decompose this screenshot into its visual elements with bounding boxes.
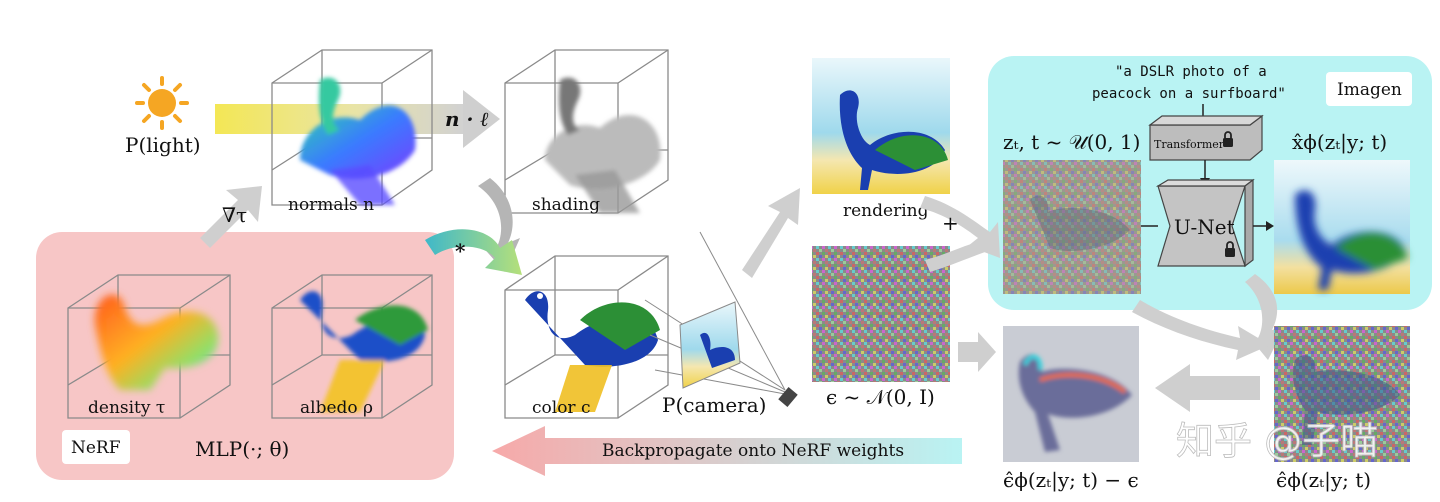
image-plane (679, 301, 741, 389)
transformer-box: Transformer (1148, 114, 1264, 161)
nerf-badge (62, 430, 130, 464)
noisy-latent-image (1003, 160, 1141, 294)
light-label: P(light) (125, 133, 201, 157)
residual-image (1003, 326, 1139, 462)
xhat-label: x̂ϕ(zₜ|y; t) (1292, 130, 1387, 155)
noise-label: ϵ ~ 𝒩(0, I) (826, 385, 935, 409)
prompt-line-1: "a DSLR photo of a (1115, 64, 1267, 80)
rendering-label: rendering (843, 201, 929, 221)
albedo-label: albedo ρ (300, 398, 373, 418)
residual-label: ϵ̂ϕ(zₜ|y; t) − ϵ (1003, 468, 1139, 493)
albedo-to-color-arrow (425, 229, 522, 275)
noise-image (812, 246, 950, 382)
nerf-badge-label: NeRF (71, 438, 121, 458)
imagen-badge-label: Imagen (1337, 80, 1402, 100)
svg-text:U-Net: U-Net (1174, 215, 1235, 239)
merge-arrows (920, 196, 1000, 272)
color-cube: color c (504, 255, 669, 419)
backprop-arrow: Backpropagate onto NeRF weights (492, 426, 962, 476)
epshat-image (1274, 326, 1410, 462)
camera-label: P(camera) (662, 393, 766, 417)
prompt-line-2: peacock on a surfboard" (1092, 86, 1286, 102)
camera-icon (778, 387, 798, 407)
grad-arrow (200, 186, 262, 248)
lock-icon (1225, 241, 1235, 257)
mlp-label: MLP(·; θ) (195, 437, 289, 461)
plus-label: + (942, 211, 959, 235)
density-cube: density τ (67, 274, 231, 419)
svg-text:Backpropagate onto NeRF weight: Backpropagate onto NeRF weights (602, 441, 904, 461)
xhat-image (1274, 160, 1410, 294)
noise-to-residual-arrow (958, 332, 996, 372)
watermark: 知乎 @子喵 (1176, 419, 1378, 463)
rendering-image (812, 58, 950, 194)
multiply-label: * (455, 239, 466, 263)
unet-to-xhat-head (1266, 221, 1274, 231)
shading-label: shading (532, 195, 600, 215)
color-label: color c (532, 398, 590, 418)
svg-text:Transformer: Transformer (1154, 138, 1225, 151)
epshat-label: ϵ̂ϕ(zₜ|y; t) (1276, 468, 1371, 493)
normals-label: normals n (288, 195, 374, 215)
imagen-badge (1326, 72, 1412, 106)
zt-label: zₜ, t ~ 𝒰(0, 1) (1003, 130, 1140, 154)
density-label: density τ (88, 398, 165, 418)
epshat-to-residual-arrow (1155, 364, 1260, 412)
panel-to-epshat-arrow (1132, 300, 1270, 360)
normals-cube: normals n (271, 49, 433, 215)
lock-icon (1223, 131, 1233, 147)
albedo-cube: albedo ρ (271, 274, 433, 419)
dot-product-label: n · ℓ (445, 107, 489, 131)
grad-label: ∇τ (222, 203, 247, 227)
color-to-rendering-arrow (742, 188, 800, 278)
shading-cube: shading (504, 49, 669, 215)
sun-icon (135, 76, 189, 130)
unet-box: U-Net (1155, 178, 1255, 268)
